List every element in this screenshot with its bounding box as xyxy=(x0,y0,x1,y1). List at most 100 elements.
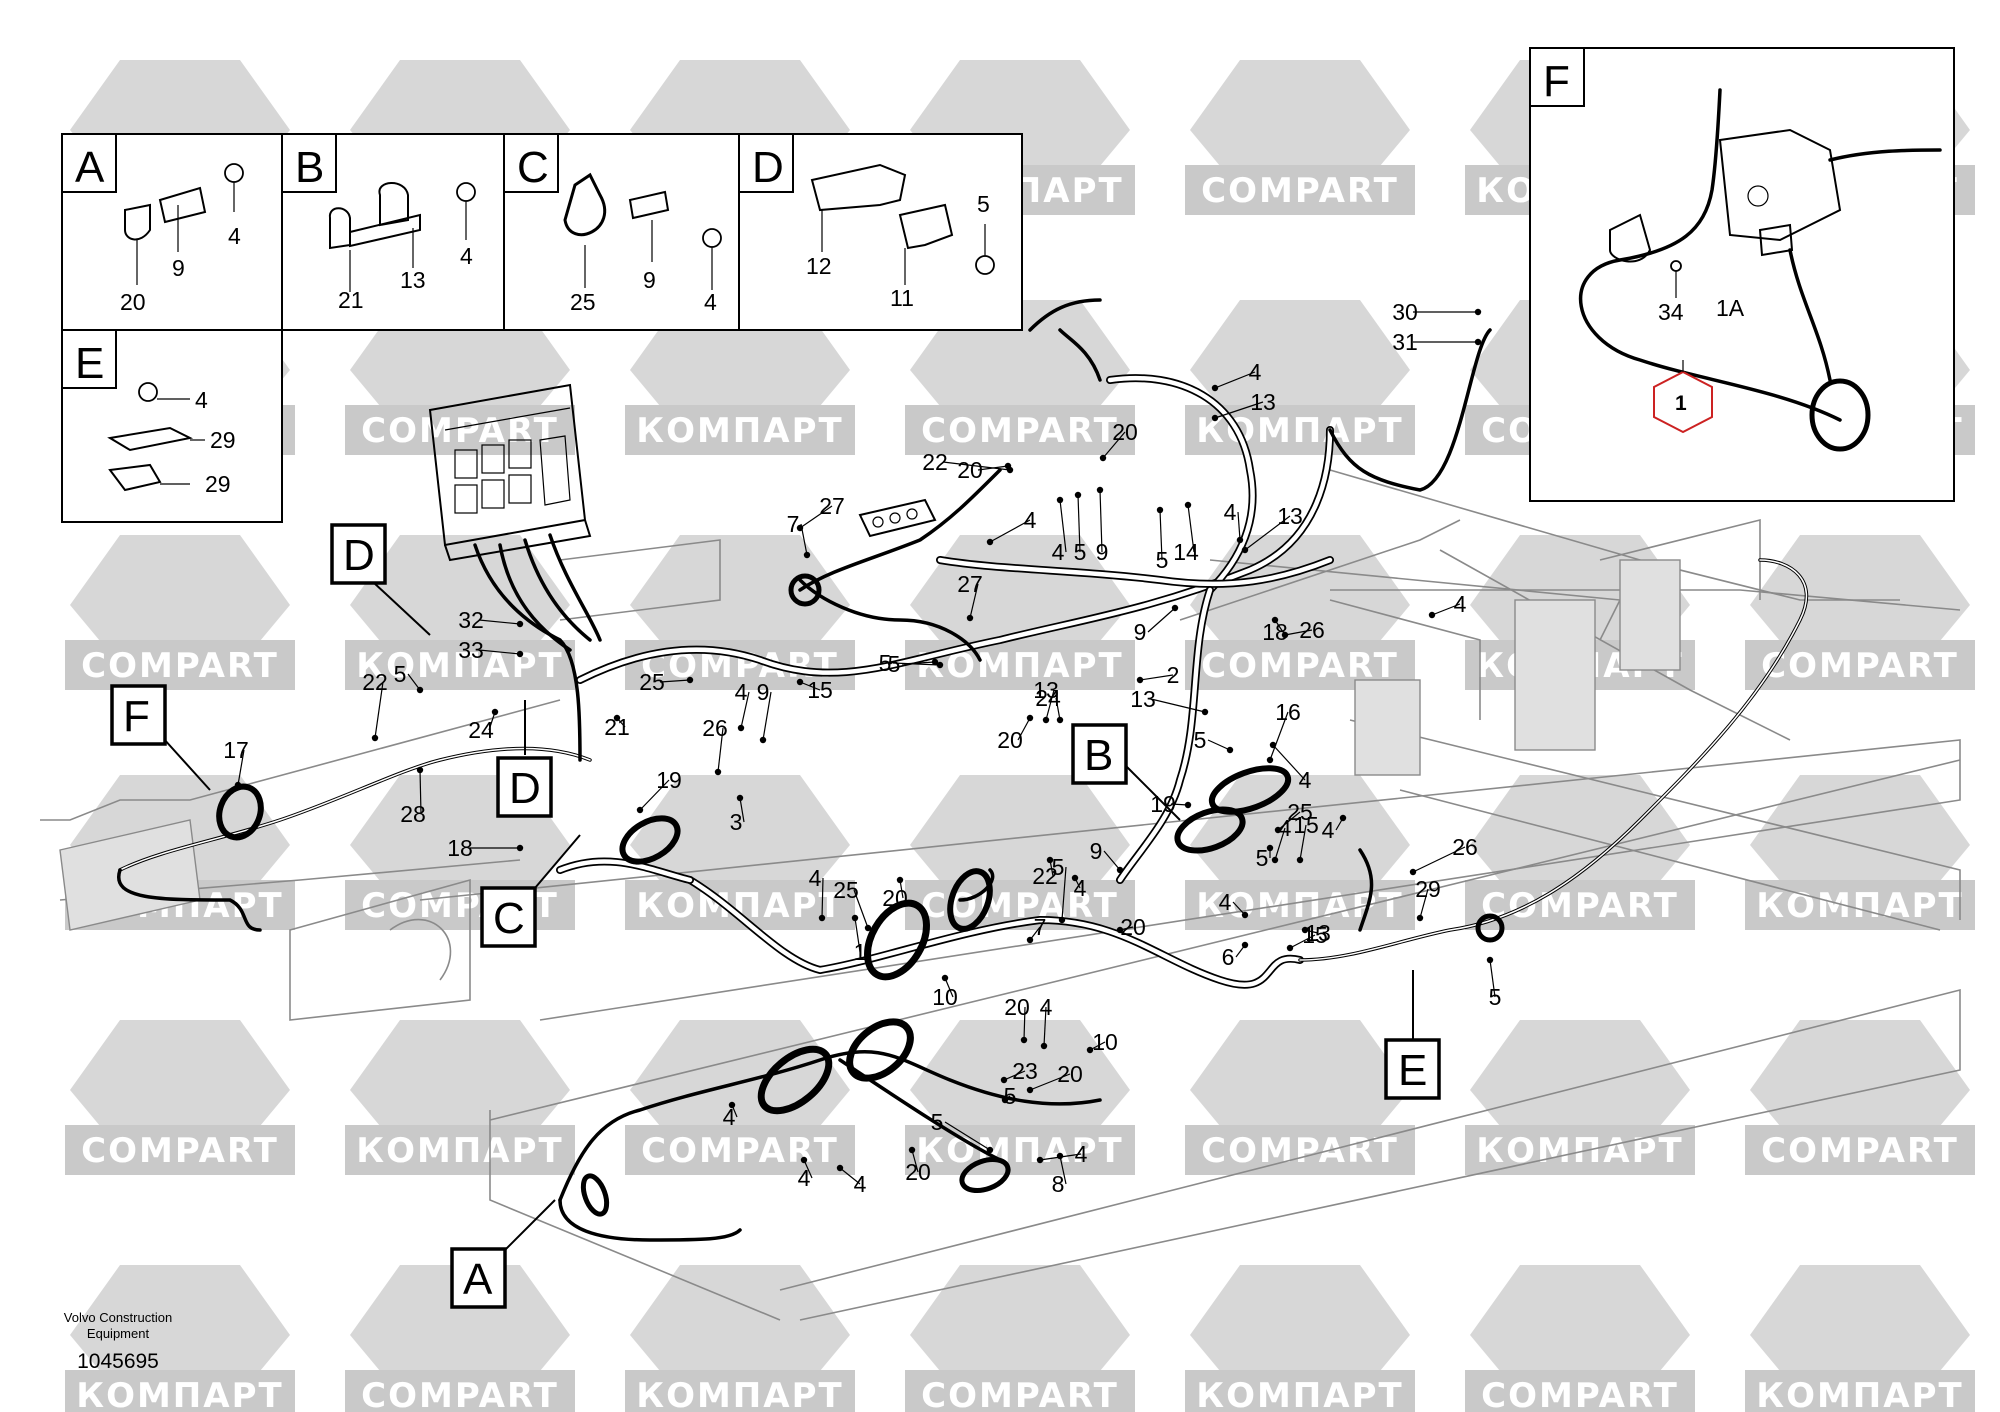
bolt-marker xyxy=(1266,756,1274,764)
leader-line xyxy=(1159,509,1163,561)
part-number-label: 5 xyxy=(1156,547,1169,573)
bolt-marker xyxy=(1241,941,1249,949)
bolt-marker xyxy=(1001,1096,1009,1104)
bolt-marker xyxy=(1000,1076,1008,1084)
bolt-marker xyxy=(516,650,524,658)
watermark-text: COMPART xyxy=(1481,886,1679,926)
watermark-text: COMPART xyxy=(81,1131,279,1171)
part-number-label: 5 xyxy=(879,650,892,676)
part-number-label: 5 xyxy=(1074,539,1087,565)
leader-line xyxy=(969,583,979,619)
part-number-label: 4 xyxy=(1074,875,1087,901)
bolt-marker xyxy=(1026,936,1034,944)
leader-line xyxy=(717,727,724,773)
part-number-label: 4 xyxy=(798,1165,811,1191)
bolt-marker xyxy=(516,844,524,852)
bolt-marker xyxy=(1184,501,1192,509)
part-number-label: 15 xyxy=(1293,812,1319,838)
bolt-marker xyxy=(1046,856,1054,864)
bolt-marker xyxy=(686,676,694,684)
bolt-marker xyxy=(613,714,621,722)
watermark-band xyxy=(345,1370,575,1412)
watermark-text: COMPART xyxy=(1761,1131,1959,1171)
publisher-line-2: Equipment xyxy=(87,1326,150,1341)
part-number-label: 13 xyxy=(1277,503,1303,529)
detail-e-letter: E xyxy=(75,339,104,388)
detail-c-label-2: 9 xyxy=(643,267,656,293)
part-number-label: 33 xyxy=(458,637,484,663)
bolt-marker xyxy=(896,876,904,884)
leader-line xyxy=(892,662,941,666)
part-number-label: 4 xyxy=(1219,889,1232,915)
part-number-label: 1 xyxy=(854,939,867,965)
part-number-label: 5 xyxy=(1194,727,1207,753)
leader-line xyxy=(1289,934,1316,949)
watermark-text: COMPART xyxy=(1481,1376,1679,1412)
bolt-marker xyxy=(1116,866,1124,874)
watermark-band xyxy=(625,405,855,455)
watermark-band xyxy=(345,1125,575,1175)
part-number-label: 15 xyxy=(807,677,833,703)
bolt-marker xyxy=(1036,1156,1044,1164)
detail-e-label-3: 29 xyxy=(205,471,231,497)
watermark-band xyxy=(65,1370,295,1412)
watermark-text: КОМПАРТ xyxy=(1196,1376,1403,1412)
detail-b-letter: B xyxy=(295,143,324,192)
bolt-marker xyxy=(1071,874,1079,882)
callout-d-lower: D xyxy=(509,764,541,813)
watermark-band xyxy=(345,640,575,690)
leader-line xyxy=(1412,846,1466,873)
detail-a-label-1: 4 xyxy=(228,223,241,249)
bolt-marker xyxy=(1409,868,1417,876)
bolt-marker xyxy=(714,768,722,776)
detail-f-inset: F 34 1A 1 xyxy=(1529,47,1955,502)
watermark-band xyxy=(1185,165,1415,215)
watermark-hexagon xyxy=(1750,1265,1970,1395)
part-number-label: 32 xyxy=(458,607,484,633)
part-number-label: 18 xyxy=(1262,619,1288,645)
leader-line xyxy=(911,1149,919,1173)
fuse-relay-box xyxy=(428,383,592,562)
watermark-text: COMPART xyxy=(361,411,559,451)
watermark-hexagon xyxy=(910,300,1130,430)
bolt-marker xyxy=(1136,676,1144,684)
bolt-marker xyxy=(1271,616,1279,624)
bolt-marker xyxy=(1056,716,1064,724)
part-number-label: 21 xyxy=(604,714,630,740)
bolt-marker xyxy=(1040,1042,1048,1050)
drawing-number: 1045695 xyxy=(77,1350,159,1373)
watermark-text: КОМПАРТ xyxy=(356,1131,563,1171)
bolt-marker xyxy=(1058,916,1066,924)
detail-table: A B C D E 4 9 20 4 13 21 25 9 4 xyxy=(61,133,1023,523)
watermark-hexagon xyxy=(1470,1265,1690,1395)
detail-f-label-2: 1A xyxy=(1716,295,1745,321)
detail-c-letter: C xyxy=(517,143,549,192)
bolt-marker xyxy=(636,806,644,814)
detail-d-label-2: 12 xyxy=(806,253,832,279)
leader-line xyxy=(407,673,421,691)
part-number-label: 16 xyxy=(1275,699,1301,725)
bolt-marker xyxy=(986,1146,994,1154)
part-number-label: 18 xyxy=(447,835,473,861)
leader-line xyxy=(739,797,745,823)
bolt-marker xyxy=(936,661,944,669)
part-number-label: 31 xyxy=(1392,329,1418,355)
watermark-hexagon xyxy=(630,300,850,430)
bolt-marker xyxy=(1474,338,1482,346)
watermark-band xyxy=(1745,880,1975,930)
watermark-band xyxy=(1745,1125,1975,1175)
part-number-label: 20 xyxy=(1112,419,1138,445)
bolt-marker xyxy=(1099,454,1107,462)
bolt-marker xyxy=(1184,801,1192,809)
part-number-label: 4 xyxy=(1279,815,1292,841)
leader-line xyxy=(944,977,954,998)
part-number-label: 13 xyxy=(1130,686,1156,712)
callout-c: C xyxy=(493,894,525,943)
leader-line xyxy=(1284,629,1313,636)
part-number-label: 5 xyxy=(394,661,407,687)
bolt-marker xyxy=(1086,1046,1094,1054)
part-number-label: 6 xyxy=(1222,944,1235,970)
part-number-label: 14 xyxy=(1173,539,1199,565)
leader-line xyxy=(1269,711,1289,761)
